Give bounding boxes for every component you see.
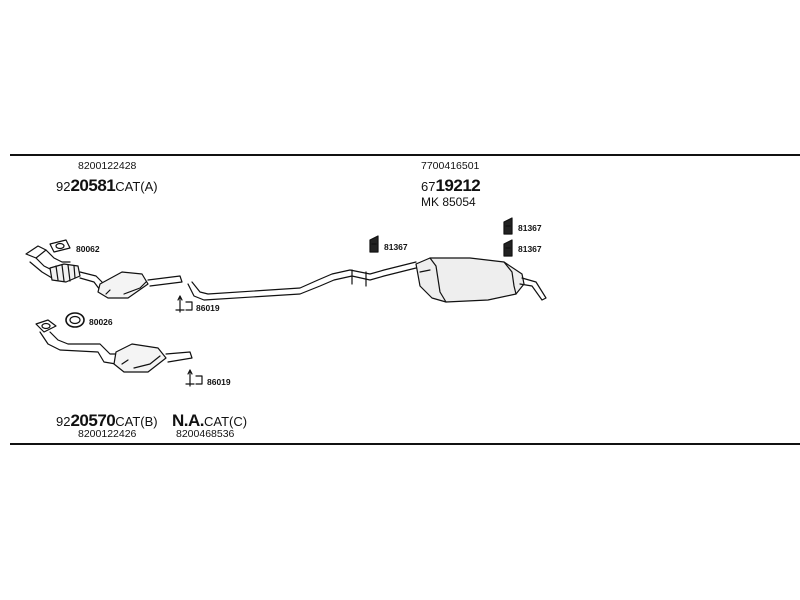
intermediate-pipe — [187, 261, 417, 301]
part-number-rear-silencer: 6719212 — [421, 176, 481, 195]
oe-number-cat-b: 8200122426 — [78, 428, 137, 440]
gasket-b-icon — [65, 312, 85, 328]
gasket-tag-a: 80062 — [76, 244, 100, 254]
part-prefix: 67 — [421, 179, 436, 194]
gasket-tag-b: 80026 — [89, 317, 113, 327]
part-bold: N.A. — [172, 411, 205, 430]
rear-silencer — [415, 257, 547, 303]
hanger-top-icon — [503, 217, 513, 235]
part-bold: 20570 — [70, 411, 116, 430]
clamp-b-icon — [185, 369, 203, 387]
part-suffix: CAT(B) — [115, 414, 158, 429]
hanger-tag-low: 81367 — [518, 244, 542, 254]
gasket-a-icon — [49, 239, 71, 253]
catalytic-converter-b — [35, 319, 193, 373]
part-number-cat-b: 9220570CAT(B) — [56, 412, 158, 429]
part-number-cat-c: N.A.CAT(C) — [172, 412, 247, 429]
hanger-low-icon — [503, 239, 513, 257]
top-rule — [10, 154, 800, 156]
part-suffix: CAT(C) — [204, 414, 248, 429]
hanger-mid-icon — [369, 235, 379, 253]
part-number-cat-a: 9220581CAT(A) — [56, 177, 158, 194]
clamp-tag-a: 86019 — [196, 303, 220, 313]
clamp-a-icon — [175, 295, 193, 313]
oe-number-cat-c: 8200468536 — [176, 428, 235, 440]
hanger-tag-mid: 81367 — [384, 242, 408, 252]
part-bold: 19212 — [435, 176, 481, 195]
oe-number-cat-a: 8200122428 — [78, 160, 137, 172]
oe-number-rear-silencer: 7700416501 — [421, 160, 480, 172]
mounting-kit-label: MK 85054 — [421, 195, 476, 209]
clamp-tag-b: 86019 — [207, 377, 231, 387]
catalytic-converter-a — [25, 245, 183, 299]
part-prefix: 92 — [56, 179, 71, 194]
part-prefix: 92 — [56, 414, 71, 429]
bottom-rule — [10, 443, 800, 445]
part-suffix: CAT(A) — [115, 179, 158, 194]
hanger-tag-top: 81367 — [518, 223, 542, 233]
part-bold: 20581 — [70, 176, 116, 195]
